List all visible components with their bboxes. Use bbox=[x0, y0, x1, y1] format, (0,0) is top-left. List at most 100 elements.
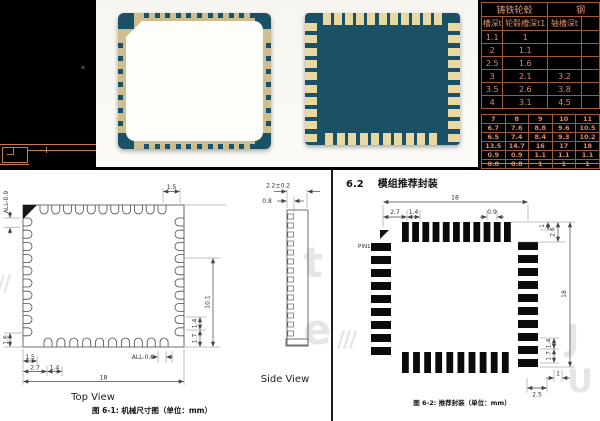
pad bbox=[228, 13, 234, 18]
figure-6-1-caption: 图 6-1: 机械尺寸图（单位：mm） bbox=[92, 406, 212, 415]
dim-label: 0.8 bbox=[262, 198, 272, 205]
table-header-cell: 铸铁轮毂 bbox=[481, 2, 549, 17]
footprint-pad bbox=[457, 352, 465, 373]
pad bbox=[448, 59, 460, 68]
dimension-lines bbox=[7, 189, 216, 384]
footprint-pad bbox=[490, 352, 498, 373]
table-header-cell: 轮毂槽深t1 bbox=[502, 16, 549, 31]
pad bbox=[118, 69, 123, 74]
pad bbox=[118, 95, 123, 100]
table-cell: 0.8 bbox=[504, 159, 529, 169]
side-pad bbox=[287, 213, 294, 220]
footprint-pad bbox=[442, 222, 450, 242]
table-cell: 8.4 bbox=[528, 132, 553, 142]
footprint-pad bbox=[518, 281, 538, 289]
module-bottom-photo bbox=[305, 13, 460, 145]
pad bbox=[266, 121, 271, 126]
footprint-pad bbox=[518, 268, 538, 276]
side-view-drawing: 2.2±0.2 0.8 bbox=[262, 183, 320, 347]
table-cell: 1.1 bbox=[481, 30, 504, 44]
pad bbox=[118, 56, 123, 61]
table-header-cell: 11 bbox=[575, 114, 600, 124]
pad bbox=[207, 144, 213, 149]
dim-label: 1.5 bbox=[25, 354, 35, 361]
side-view-label: Side View bbox=[260, 374, 310, 385]
pad bbox=[417, 133, 425, 145]
footprint-pad bbox=[518, 320, 538, 328]
pad bbox=[197, 144, 202, 149]
side-pad bbox=[287, 276, 294, 283]
footprint-pad bbox=[518, 255, 538, 263]
side-pad bbox=[287, 321, 294, 328]
dim-label: 1.4 bbox=[546, 339, 553, 349]
footprint-pad bbox=[518, 359, 538, 367]
dim-label: 2.2±0.2 bbox=[266, 183, 290, 190]
dim-label: 10.1 bbox=[205, 295, 212, 309]
table-row: 铸铁轮毂钢 bbox=[481, 2, 600, 17]
dim-label: ALL-0.9 bbox=[132, 354, 155, 361]
pad bbox=[448, 84, 460, 93]
pad bbox=[266, 82, 271, 87]
cad-line bbox=[0, 164, 29, 165]
pad bbox=[250, 13, 255, 18]
pad bbox=[218, 144, 224, 149]
table-cell: 14.7 bbox=[504, 141, 529, 151]
table-cell: 3.1 bbox=[502, 95, 549, 109]
pad bbox=[305, 133, 317, 142]
table-cell: 1.1 bbox=[502, 43, 549, 57]
table-cell: 1 bbox=[502, 30, 549, 44]
side-pad bbox=[287, 258, 294, 265]
footprint-pad bbox=[422, 222, 430, 242]
footprint-drawing: 18 2.7 1.4 0.9 1 2.6 18 1.4 1.7 1 2.5 PI… bbox=[358, 195, 575, 399]
module-top-photo bbox=[118, 13, 271, 149]
dim-label: 18 bbox=[451, 195, 459, 202]
footprint-pad bbox=[483, 222, 491, 242]
dim-label: 2.6 bbox=[550, 227, 557, 237]
footprint-pad bbox=[371, 347, 391, 355]
table-cell: 1.1 bbox=[528, 150, 553, 160]
cad-tick bbox=[46, 147, 47, 153]
side-pad bbox=[287, 294, 294, 301]
footprint-pad bbox=[446, 352, 454, 373]
cad-line bbox=[28, 150, 96, 151]
footprint-pad bbox=[518, 346, 538, 354]
footprint-pad bbox=[479, 352, 487, 373]
side-pads bbox=[287, 213, 294, 337]
dim-label: 2.5 bbox=[532, 392, 542, 399]
side-pad bbox=[287, 267, 294, 274]
footprint-pad bbox=[371, 321, 391, 329]
dim-label: 1.5 bbox=[167, 184, 177, 191]
pad bbox=[250, 144, 255, 149]
top-view-label: Top View bbox=[71, 392, 115, 403]
footprint-pad bbox=[371, 334, 391, 342]
footprint-pad bbox=[518, 333, 538, 341]
table-cell: 10.5 bbox=[575, 123, 600, 133]
table-cell: 1.1 bbox=[551, 150, 576, 160]
cad-part-outline bbox=[2, 147, 28, 163]
pin1-label: PIN1 bbox=[358, 244, 371, 250]
pad bbox=[305, 23, 317, 31]
footprint-pad bbox=[371, 282, 391, 290]
pad bbox=[266, 108, 271, 113]
footprint-pad bbox=[518, 242, 538, 250]
section-title: 模组推荐封装 bbox=[377, 179, 438, 190]
pad bbox=[448, 121, 460, 130]
dim-label: 1 bbox=[539, 224, 546, 228]
footprint-pad bbox=[424, 352, 431, 373]
table-cell: 9.3 bbox=[551, 132, 576, 142]
cad-step bbox=[13, 148, 14, 155]
table-cell bbox=[547, 30, 582, 44]
table-header-cell: 7 bbox=[481, 114, 506, 124]
module-surface bbox=[126, 21, 263, 141]
table-cell: 3.5 bbox=[481, 82, 504, 96]
pad bbox=[305, 109, 317, 118]
pad bbox=[218, 13, 224, 18]
footprint-pad bbox=[402, 352, 409, 373]
section-number: 6.2 bbox=[346, 179, 364, 190]
dim-label: ALL-0.9 bbox=[3, 191, 10, 214]
